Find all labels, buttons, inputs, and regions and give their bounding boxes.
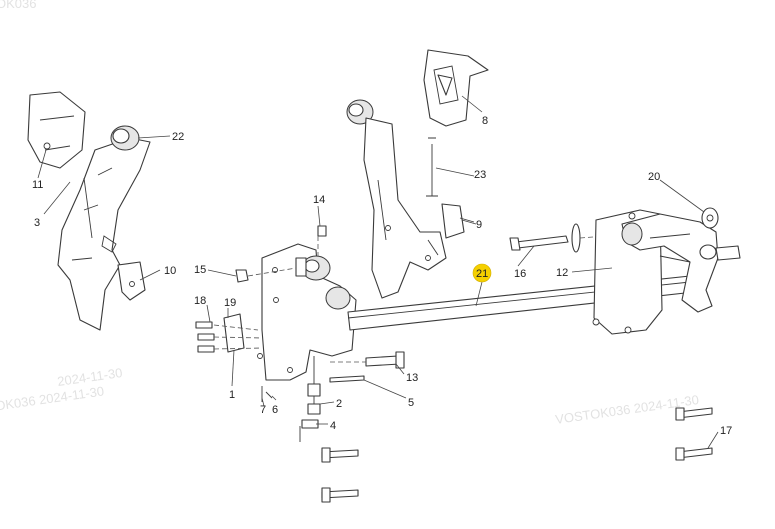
- part-1-plate: [223, 313, 245, 353]
- washer: [571, 223, 581, 253]
- part-18-bolts: [195, 321, 215, 353]
- callout-22[interactable]: 22: [172, 131, 184, 143]
- part-3-hanger-arm: [57, 137, 151, 331]
- part-7-washer: [265, 391, 273, 399]
- callout-19[interactable]: 19: [224, 297, 236, 309]
- part-16-bolt: [515, 235, 569, 249]
- stud: [295, 257, 307, 277]
- part-4-clip: [301, 419, 319, 429]
- callout-20[interactable]: 20: [648, 171, 660, 183]
- watermark-bottom-left: OK036 2024-11-30: [0, 383, 105, 413]
- callout-21-highlight: [472, 263, 492, 283]
- central-mounting-bracket: [261, 243, 357, 381]
- callout-4[interactable]: 4: [330, 420, 336, 432]
- callout-16[interactable]: 16: [514, 268, 526, 280]
- bottom-bolts: [321, 407, 713, 503]
- callout-9[interactable]: 9: [476, 219, 482, 231]
- callout-labels: 11 3 22 10 8 23 9 14 15 18 19 1 13 5 2 4…: [32, 115, 732, 437]
- part-9-plate: [441, 203, 465, 239]
- callout-15[interactable]: 15: [194, 264, 206, 276]
- callout-13[interactable]: 13: [406, 372, 418, 384]
- callout-6[interactable]: 6: [272, 404, 278, 416]
- callout-10[interactable]: 10: [164, 265, 176, 277]
- part-23-link: [426, 137, 438, 197]
- callout-23[interactable]: 23: [474, 169, 486, 181]
- arm-stub: [715, 245, 741, 261]
- right-arm-assembly: [621, 207, 741, 313]
- middle-hanger-assembly: [346, 49, 489, 299]
- axle-assembly: [347, 209, 698, 335]
- callout-11[interactable]: 11: [32, 179, 43, 191]
- callout-3[interactable]: 3: [34, 217, 40, 229]
- callout-17[interactable]: 17: [720, 425, 732, 437]
- callout-8[interactable]: 8: [482, 115, 488, 127]
- right-trailing-arm: [621, 213, 719, 313]
- callout-14[interactable]: 14: [313, 194, 325, 206]
- part-10-plate: [117, 261, 146, 301]
- callout-21[interactable]: 21: [476, 268, 488, 280]
- part-14-nut: [317, 225, 327, 237]
- callout-7[interactable]: 7: [260, 404, 266, 416]
- callout-2[interactable]: 2: [336, 398, 342, 410]
- callout-18[interactable]: 18: [194, 295, 206, 307]
- part-15-nut: [235, 269, 249, 283]
- part-11-bracket: [27, 91, 86, 169]
- part-5-bolt: [329, 375, 365, 383]
- watermark-top-left: OK036: [0, 0, 36, 11]
- middle-hanger-arm: [363, 117, 447, 299]
- part-13-bolt: [365, 355, 401, 367]
- callout-5[interactable]: 5: [408, 397, 414, 409]
- leader-lines: [37, 95, 719, 449]
- left-bracket-assembly: [27, 91, 151, 331]
- central-bracket-assembly: [195, 225, 405, 442]
- callout-1[interactable]: 1: [229, 389, 235, 401]
- callout-12[interactable]: 12: [556, 267, 568, 279]
